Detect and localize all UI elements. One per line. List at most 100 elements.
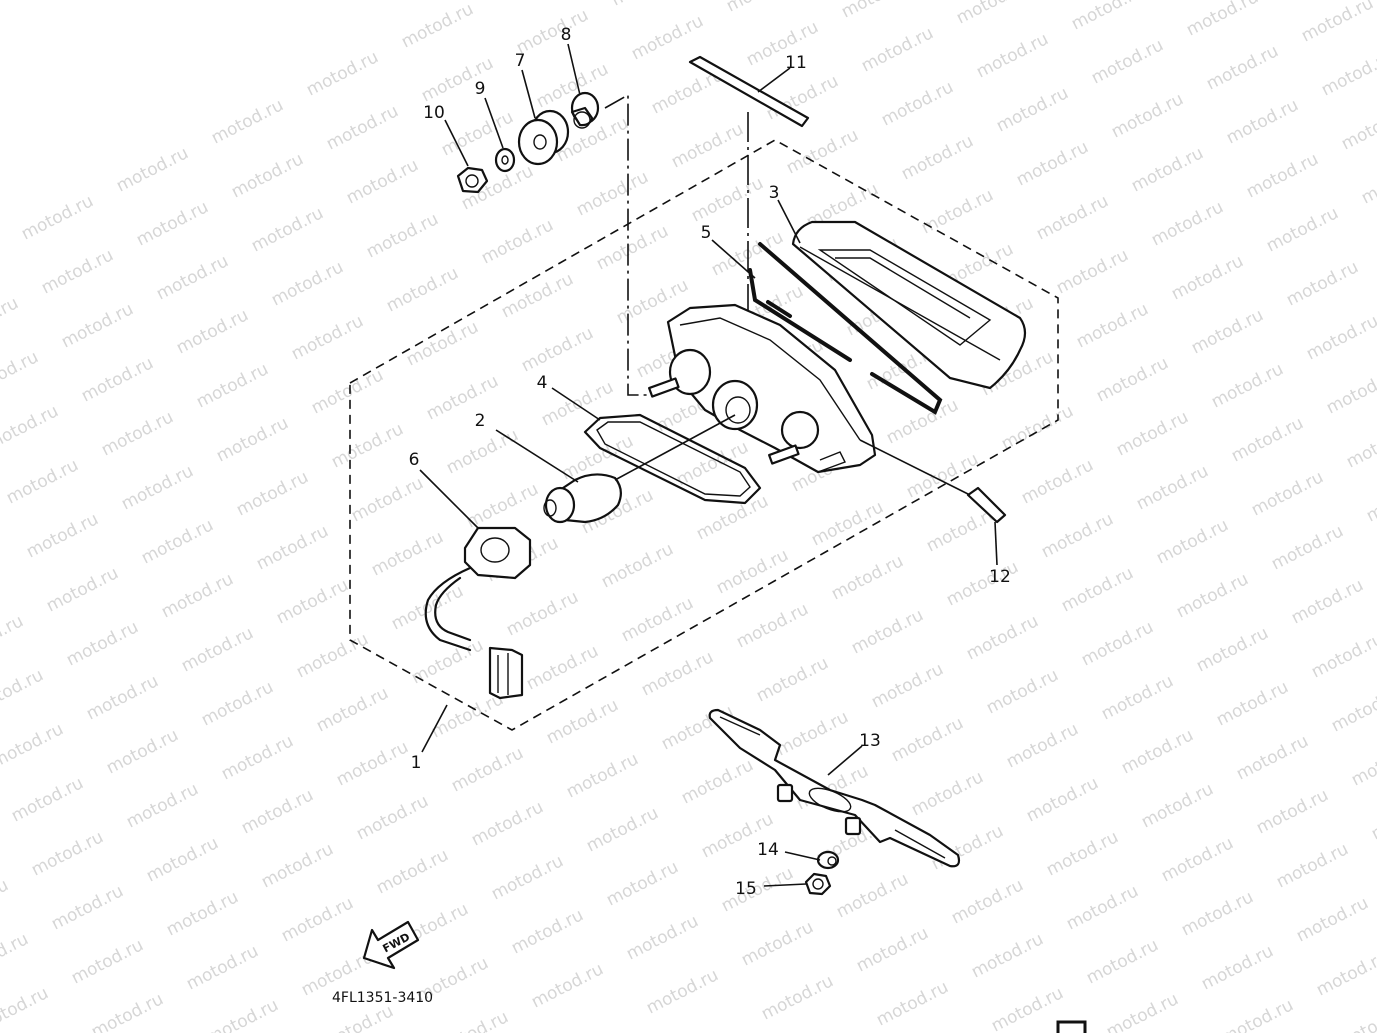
watermark-text: motod.ru [1053, 245, 1132, 298]
collar-part-8 [570, 91, 600, 129]
watermark-text: motod.ru [1293, 893, 1372, 946]
bracket-part-13 [708, 708, 961, 868]
watermark-text: motod.ru [898, 131, 977, 184]
watermark-text: motod.ru [48, 881, 127, 934]
callout-11: 11 [785, 53, 807, 73]
watermark-text: motod.ru [58, 299, 137, 352]
watermark-text: motod.ru [1063, 881, 1142, 934]
watermark-text: motod.ru [3, 455, 82, 508]
watermark-text: motod.ru [113, 143, 192, 196]
watermark-text: motod.ru [1098, 671, 1177, 724]
watermark-text: motod.ru [123, 779, 202, 832]
watermark-text: motod.ru [733, 599, 812, 652]
watermark-text: motod.ru [18, 191, 97, 244]
watermark-text: motod.ru [1018, 455, 1097, 508]
watermark-text: motod.ru [963, 611, 1042, 664]
corner-mark [1056, 1020, 1087, 1033]
watermark-text: motod.ru [1173, 569, 1252, 622]
watermark-text: motod.ru [83, 671, 162, 724]
watermark-text: motod.ru [838, 0, 917, 22]
callout-15: 15 [735, 879, 757, 899]
bulb-guide-line [614, 414, 736, 481]
watermark-text: motod.ru [248, 203, 327, 256]
screw-part-14 [816, 850, 840, 870]
watermark-text: motod.ru [0, 929, 32, 982]
watermark-text: motod.ru [1233, 731, 1312, 784]
watermark-text: motod.ru [43, 563, 122, 616]
watermark-text: motod.ru [1043, 827, 1122, 880]
watermark-text: motod.ru [1073, 299, 1152, 352]
watermark-text: motod.ru [1213, 677, 1292, 730]
watermark-text: motod.ru [973, 29, 1052, 82]
watermark-text: motod.ru [508, 905, 587, 958]
watermark-text: motod.ru [908, 767, 987, 820]
watermark-text: motod.ru [368, 527, 447, 580]
watermark-text: motod.ru [623, 911, 702, 964]
watermark-text: motod.ru [1153, 515, 1232, 568]
watermark-text: motod.ru [848, 605, 927, 658]
watermark-text: motod.ru [0, 347, 42, 400]
socket-part-6 [424, 526, 532, 700]
watermark-text: motod.ru [443, 425, 522, 478]
watermark-text: motod.ru [363, 209, 442, 262]
watermark-text: motod.ru [1188, 305, 1267, 358]
watermark-text: motod.ru [328, 419, 407, 472]
watermark-text: motod.ru [503, 587, 582, 640]
watermark-text: motod.ru [468, 797, 547, 850]
watermark-text: motod.ru [608, 0, 687, 10]
stud-guide-line [604, 93, 648, 396]
nut-part-10 [456, 166, 489, 194]
forward-arrow-icon: FWD [362, 920, 420, 970]
watermark-text: motod.ru [618, 593, 697, 646]
watermark-text: motod.ru [1148, 197, 1227, 250]
watermark-text: motod.ru [1088, 35, 1167, 88]
nut-part-15 [804, 872, 832, 896]
watermark-text: motod.ru [1113, 407, 1192, 460]
callout-6: 6 [409, 450, 420, 470]
watermark-text: motod.ru [1308, 629, 1377, 682]
watermark-text: motod.ru [303, 47, 382, 100]
watermark-text: motod.ru [1263, 203, 1342, 256]
watermark-text: motod.ru [1118, 725, 1197, 778]
watermark-text: motod.ru [293, 629, 372, 682]
assembly-outline [349, 139, 1059, 731]
watermark-text: motod.ru [1128, 143, 1207, 196]
watermark-text: motod.ru [1178, 887, 1257, 940]
watermark-text: motod.ru [268, 257, 347, 310]
watermark-text: motod.ru [1038, 509, 1117, 562]
watermark-text: motod.ru [1248, 467, 1327, 520]
watermark-text: motod.ru [313, 683, 392, 736]
watermark-text: motod.ru [573, 167, 652, 220]
watermark-text: motod.ru [868, 659, 947, 712]
watermark-text: motod.ru [1183, 0, 1262, 40]
callout-10: 10 [423, 103, 445, 123]
watermark-text: motod.ru [1193, 623, 1272, 676]
callout-13: 13 [859, 731, 881, 751]
strip-part-11 [688, 55, 810, 128]
watermark-text: motod.ru [1093, 353, 1172, 406]
watermark-text: motod.ru [1083, 935, 1162, 988]
watermark-text: motod.ru [773, 707, 852, 760]
watermark-text: motod.ru [1108, 89, 1187, 142]
watermark-text: motod.ru [398, 0, 477, 52]
grommet-part-7 [517, 109, 570, 166]
watermark-text: motod.ru [753, 653, 832, 706]
watermark-text: motod.ru [968, 929, 1047, 982]
watermark-text: motod.ru [68, 935, 147, 988]
watermark-text: motod.ru [1058, 563, 1137, 616]
watermark-text: motod.ru [98, 407, 177, 460]
watermark-text: motod.ru [563, 749, 642, 802]
watermark-text: motod.ru [583, 803, 662, 856]
reflector-guide-line [859, 439, 971, 496]
watermark-text: motod.ru [833, 869, 912, 922]
watermark-text: motod.ru [493, 0, 572, 4]
stud-right [768, 444, 800, 465]
watermark-text: motod.ru [828, 551, 907, 604]
callout-3: 3 [769, 183, 780, 203]
watermark-text: motod.ru [598, 539, 677, 592]
watermark-text: motod.ru [1313, 947, 1377, 1000]
watermark-text: motod.ru [528, 959, 607, 1012]
watermark-text: motod.ru [308, 365, 387, 418]
watermark-text: motod.ru [1203, 41, 1282, 94]
